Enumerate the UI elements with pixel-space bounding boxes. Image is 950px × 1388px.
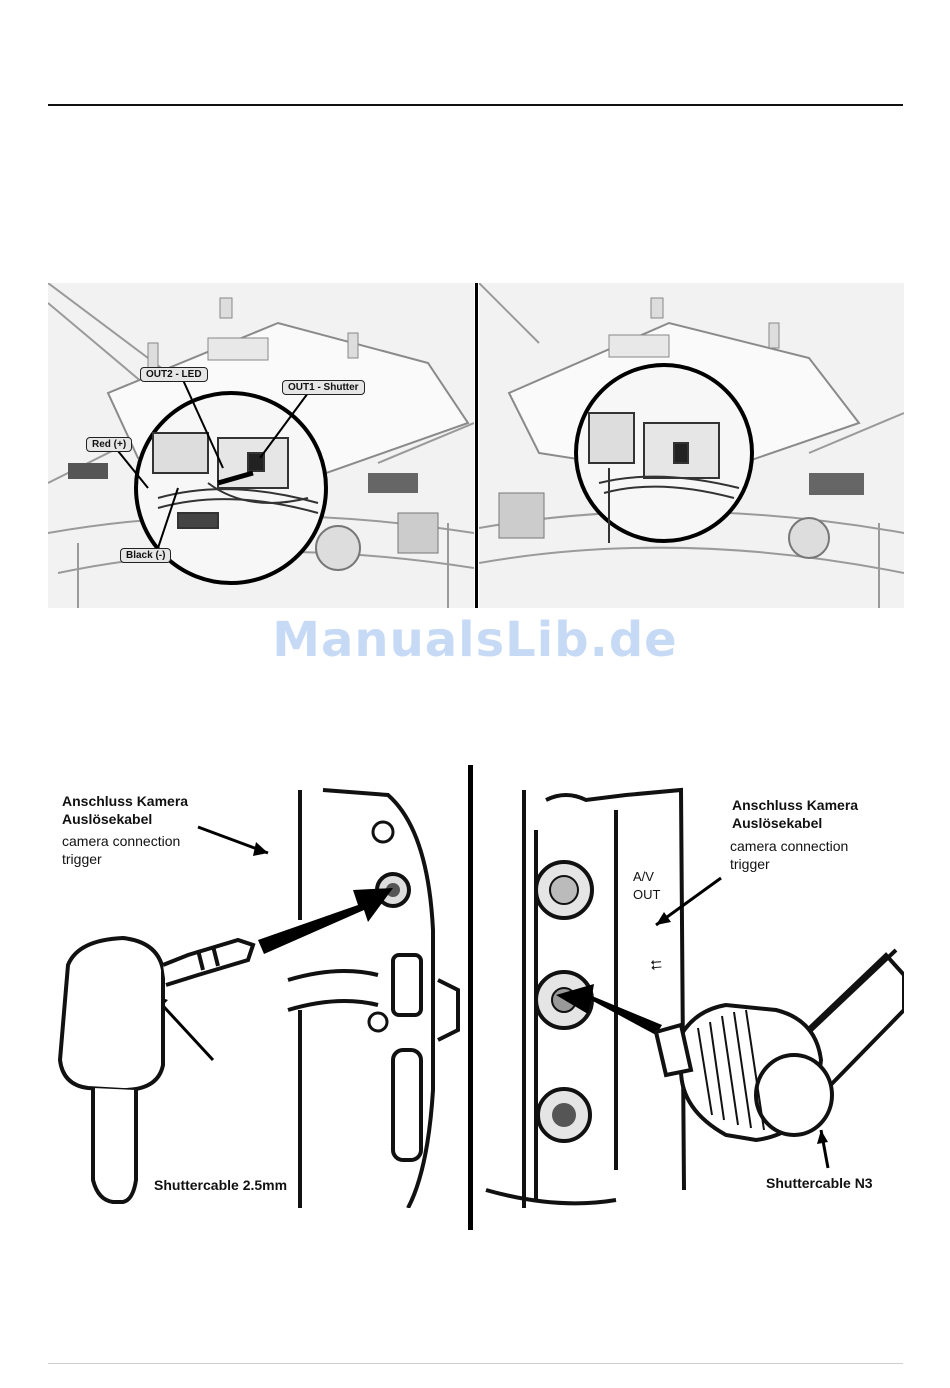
port-label-av-line2: OUT xyxy=(633,886,660,904)
svg-text:⮄: ⮄ xyxy=(650,957,663,974)
left-sub-line2: trigger xyxy=(62,850,102,868)
label-red-plus: Red (+) xyxy=(86,437,132,452)
drone-wiring-illustration-left: OUT2 - LED OUT1 - Shutter Red (+) Black … xyxy=(48,283,474,608)
left-heading-line2: Auslösekabel xyxy=(62,810,152,828)
right-heading-line1: Anschluss Kamera xyxy=(732,796,858,814)
right-sub-line2: trigger xyxy=(730,855,770,873)
camera-connection-illustration-right: ⮄ A/V OUT Anschluss Kamera Auslösekabel … xyxy=(476,770,904,1208)
left-sub-line1: camera connection xyxy=(62,832,180,850)
label-out2-led: OUT2 - LED xyxy=(140,367,208,382)
header-rule xyxy=(48,104,903,106)
figure-divider-top xyxy=(475,283,478,608)
right-sub-line1: camera connection xyxy=(730,837,848,855)
right-heading-line2: Auslösekabel xyxy=(732,814,822,832)
port-label-av-line1: A/V xyxy=(633,868,654,886)
footer-rule xyxy=(48,1363,903,1364)
drone-wiring-illustration-right xyxy=(479,283,904,608)
figure-divider-bottom xyxy=(468,765,473,1230)
watermark: ManualsLib.de xyxy=(0,612,950,668)
label-black-minus: Black (-) xyxy=(120,548,171,563)
camera-connection-illustration-left: Anschluss Kamera Auslösekabel camera con… xyxy=(48,770,466,1208)
left-caption: Shuttercable 2.5mm xyxy=(154,1177,287,1193)
right-caption: Shuttercable N3 xyxy=(766,1175,873,1191)
label-out1-shutter: OUT1 - Shutter xyxy=(282,380,365,395)
left-heading-line1: Anschluss Kamera xyxy=(62,792,188,810)
